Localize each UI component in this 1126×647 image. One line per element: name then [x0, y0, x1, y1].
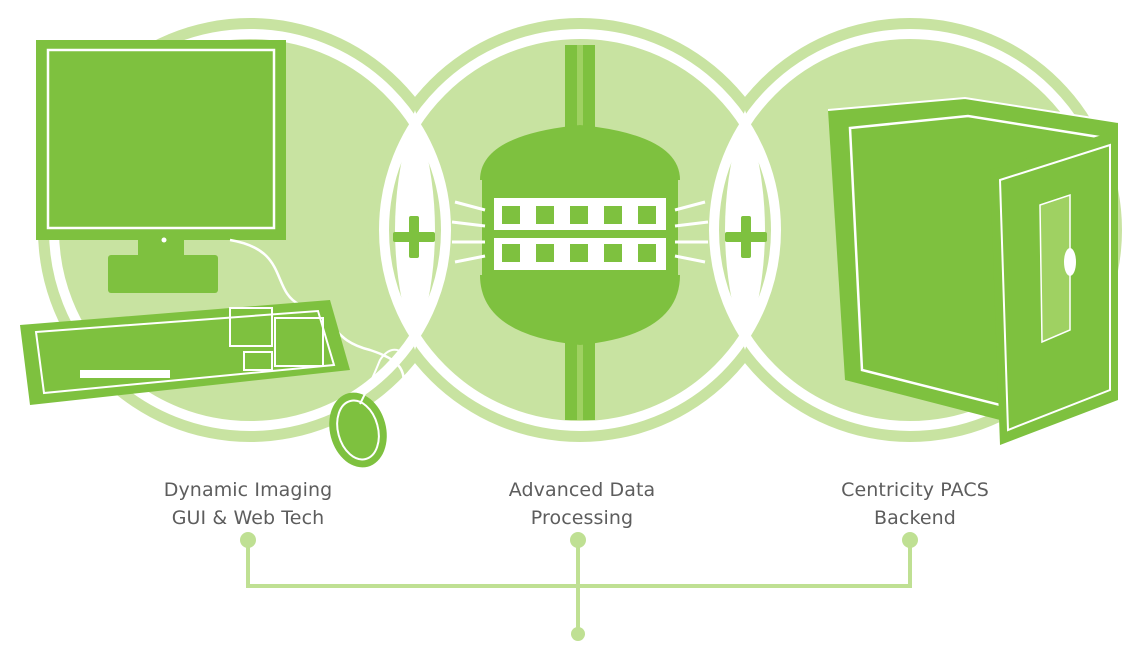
stage-caption-processing: Advanced Data Processing — [442, 476, 722, 532]
connector-dot-left — [240, 532, 256, 548]
desktop-computer-icon — [20, 40, 405, 468]
caption-line-2: Processing — [530, 507, 634, 529]
caption-line-1: Centricity PACS — [841, 479, 989, 501]
caption-line-2: Backend — [874, 507, 956, 529]
caption-line-2: GUI & Web Tech — [171, 507, 325, 529]
caption-line-1: Dynamic Imaging — [163, 479, 333, 501]
connector-dot-middle — [570, 532, 586, 548]
connector-dot-right — [902, 532, 918, 548]
branch-connector-icon — [246, 540, 912, 634]
plus-icon — [725, 216, 767, 258]
data-processor-icon — [451, 45, 709, 420]
stage-caption-backend: Centricity PACS Backend — [775, 476, 1055, 532]
vault-safe-icon — [827, 96, 1119, 445]
plus-icon — [393, 216, 435, 258]
caption-line-1: Advanced Data — [508, 479, 656, 501]
connector-dot-bottom — [571, 627, 585, 641]
stage-caption-imaging: Dynamic Imaging GUI & Web Tech — [108, 476, 388, 532]
